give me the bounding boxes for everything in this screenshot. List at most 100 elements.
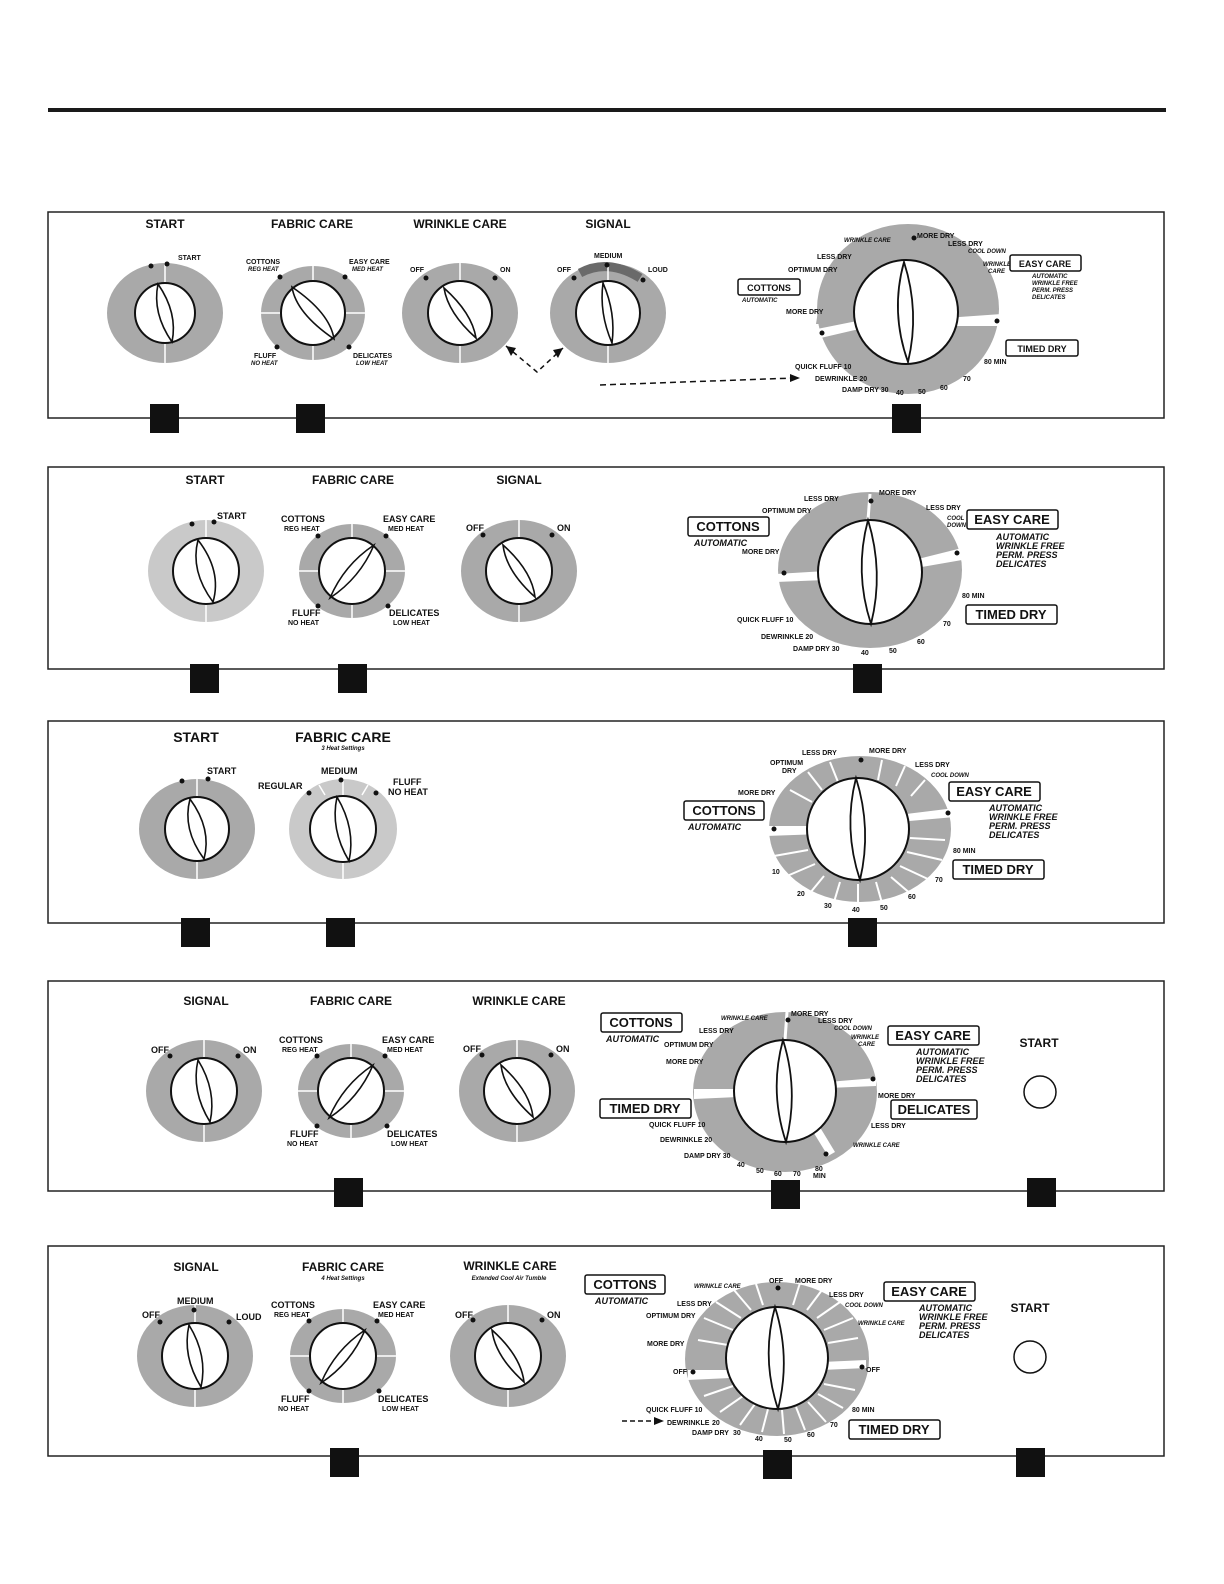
label-no-heat: NO HEAT (278, 1406, 310, 1413)
dial-label: 50 (880, 905, 888, 912)
label-on: ON (547, 1310, 561, 1320)
dial-label: 80 (815, 1166, 823, 1173)
label-heat-settings: 4 Heat Settings (320, 1276, 365, 1282)
fabric-care-knob[interactable] (261, 266, 365, 360)
dial-label: LESS DRY (699, 1028, 734, 1035)
cycle-dial[interactable] (693, 1011, 877, 1172)
fabric-care-knob[interactable] (298, 1044, 404, 1138)
dial-label: OPTIMUM DRY (762, 508, 812, 515)
cycle-dial[interactable] (766, 756, 955, 905)
label-cottons-box: COTTONS (692, 803, 756, 818)
marker-square (338, 664, 367, 693)
label-low-heat: LOW HEAT (382, 1406, 420, 1413)
label-low-heat: LOW HEAT (356, 361, 389, 367)
dial-label: 80 MIN (953, 848, 976, 855)
dial-label: 70 (943, 621, 951, 628)
label-no-heat: NO HEAT (287, 1141, 319, 1148)
label-fabric-care: FABRIC CARE (295, 729, 391, 745)
wrinkle-care-knob[interactable] (402, 263, 518, 363)
panel-1-frame (47, 211, 1165, 419)
label-fluff: FLUFF (254, 353, 277, 360)
label-low-heat: LOW HEAT (391, 1141, 429, 1148)
dial-label: 40 (861, 650, 869, 657)
timed-dry-box (1005, 339, 1079, 357)
start-knob[interactable] (139, 776, 255, 880)
label-start-position: START (207, 766, 237, 776)
dial-label: 50 (756, 1168, 764, 1175)
label-signal: SIGNAL (183, 994, 228, 1008)
wrinkle-care-knob[interactable] (450, 1305, 566, 1407)
signal-knob[interactable] (550, 262, 666, 364)
dial-label: MORE DRY (666, 1059, 704, 1066)
label-automatic: AUTOMATIC (918, 1303, 973, 1313)
label-off: OFF (410, 267, 425, 274)
label-automatic: AUTOMATIC (1031, 274, 1068, 280)
panel-4: SIGNAL OFF ON FABRIC CARE COTTONS REG HE… (47, 980, 1165, 1209)
label-wrinkle-care: WRINKLE CARE (413, 217, 506, 231)
timed-dry-box (848, 1419, 941, 1440)
marker-square (150, 404, 179, 433)
label-delicates: DELICATES (378, 1394, 428, 1404)
label-start: START (1019, 1036, 1059, 1050)
dial-label: DEWRINKLE 20 (761, 634, 813, 641)
start-button[interactable] (1023, 1075, 1057, 1109)
cycle-dial[interactable] (685, 1282, 869, 1436)
fabric-care-knob[interactable] (289, 777, 397, 880)
wrinkle-care-knob[interactable] (459, 1040, 575, 1142)
label-reg-heat: REG HEAT (282, 1047, 318, 1054)
label-perm-press: PERM. PRESS (1032, 288, 1073, 294)
label-cottons-box: COTTONS (593, 1277, 657, 1292)
start-button[interactable] (1013, 1340, 1047, 1374)
label-delicates: DELICATES (919, 1330, 969, 1340)
label-med-heat: MED HEAT (387, 1047, 424, 1054)
panel-2: START START FABRIC CARE COTTONS REG HEAT… (47, 466, 1165, 693)
label-timed-dry-box: TIMED DRY (962, 862, 1033, 877)
fabric-care-knob[interactable] (299, 524, 405, 618)
dial-label: 60 (807, 1432, 815, 1439)
marker-square (190, 664, 219, 693)
dial-label: MIN (813, 1173, 826, 1180)
label-timed-dry-box: TIMED DRY (858, 1422, 929, 1437)
label-start: START (145, 217, 185, 231)
label-heat-settings: 3 Heat Settings (321, 746, 365, 752)
dial-label: OPTIMUM DRY (664, 1042, 714, 1049)
cottons-box (687, 516, 770, 537)
label-automatic: AUTOMATIC (693, 538, 748, 548)
dial-label: DEWRINKLE 20 (660, 1137, 712, 1144)
label-cottons: COTTONS (271, 1300, 315, 1310)
signal-knob[interactable] (146, 1040, 262, 1142)
label-on: ON (556, 1044, 570, 1054)
cycle-dial[interactable] (776, 492, 962, 648)
dial-label: DAMP DRY (692, 1430, 729, 1437)
cycle-dial[interactable] (812, 224, 1002, 394)
panel-3: START START FABRIC CARE 3 Heat Settings … (47, 720, 1165, 947)
timed-dry-box (952, 859, 1045, 880)
label-automatic: AUTOMATIC (995, 532, 1050, 542)
cottons-box (683, 800, 765, 821)
label-easy-care-box: EASY CARE (895, 1028, 971, 1043)
label-wrinkle-care: WRINKLE CARE (472, 994, 565, 1008)
dial-label: LESS DRY (818, 1018, 853, 1025)
marker-square (1016, 1448, 1045, 1477)
label-automatic: AUTOMATIC (605, 1034, 660, 1044)
fabric-care-knob[interactable] (290, 1309, 396, 1403)
start-knob[interactable] (148, 519, 264, 623)
dial-label: DAMP DRY 30 (842, 387, 889, 394)
label-low-heat: LOW HEAT (393, 620, 431, 627)
label-cottons-box: COTTONS (696, 519, 760, 534)
dial-label: DRY (782, 768, 797, 775)
label-automatic: AUTOMATIC (687, 822, 742, 832)
label-no-heat: NO HEAT (388, 787, 428, 797)
label-off: OFF (466, 523, 484, 533)
signal-knob[interactable] (137, 1305, 253, 1407)
label-medium: MEDIUM (321, 766, 358, 776)
label-wrinkle-free: WRINKLE FREE (916, 1056, 985, 1066)
label-start: START (173, 729, 219, 745)
label-fluff: FLUFF (290, 1129, 319, 1139)
cottons-box (737, 278, 801, 296)
dial-label: LESS DRY (817, 254, 852, 261)
easy-care-box (966, 509, 1059, 530)
start-knob[interactable] (107, 261, 223, 364)
label-regular: REGULAR (258, 781, 303, 791)
signal-knob[interactable] (461, 520, 577, 622)
